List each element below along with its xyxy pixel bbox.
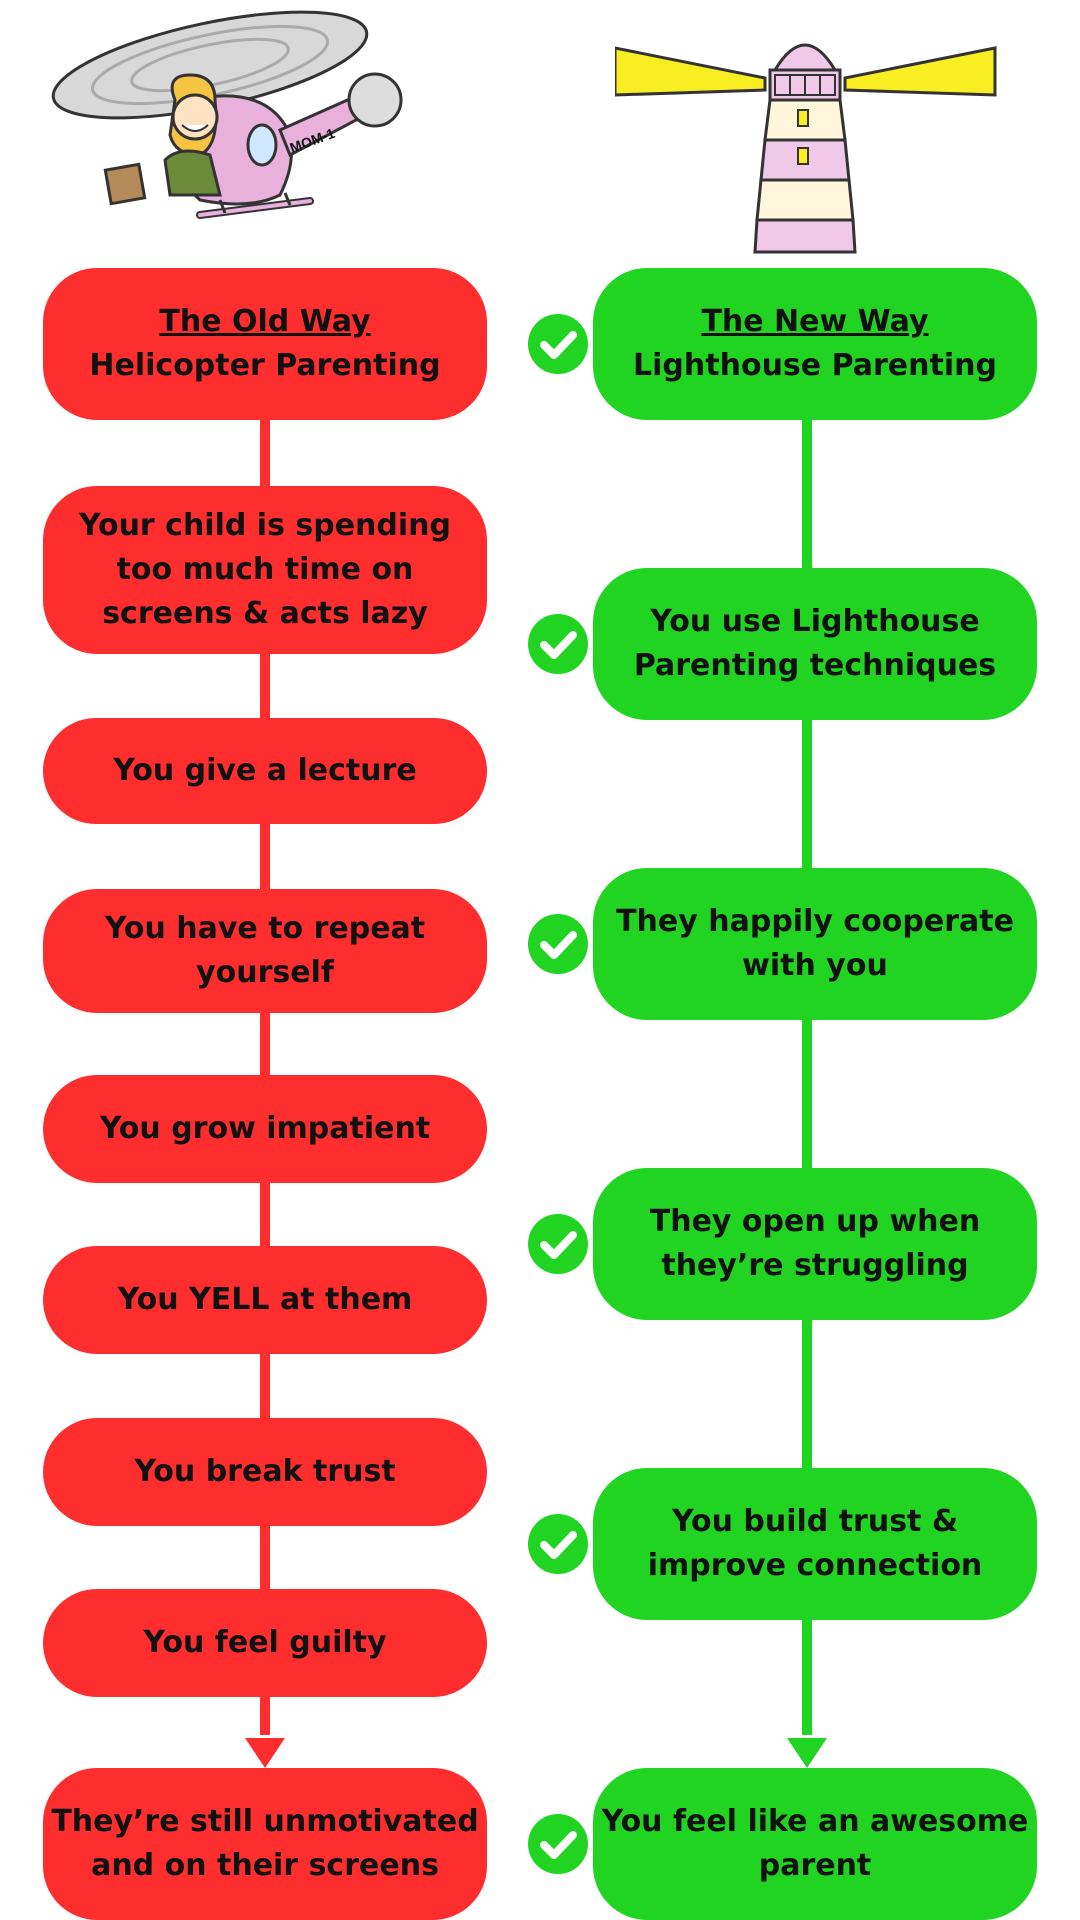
new-way-heading: The New Way xyxy=(701,304,929,339)
new-way-result: You feel like an awesome parent xyxy=(593,1768,1037,1920)
check-circle-icon xyxy=(528,1514,588,1574)
old-way-step-3: You have to repeat yourself xyxy=(43,889,487,1013)
old-way-result: They’re still unmotivated and on their s… xyxy=(43,1768,487,1920)
old-way-subheading: Helicopter Parenting xyxy=(89,348,441,383)
check-circle-icon xyxy=(528,614,588,674)
old-way-heading: The Old Way xyxy=(159,304,371,339)
old-way-step-7: You feel guilty xyxy=(43,1589,487,1697)
old-way-header: The Old Way Helicopter Parenting xyxy=(43,268,487,420)
check-circle-icon xyxy=(528,1814,588,1874)
lighthouse-icon xyxy=(615,43,997,254)
new-way-subheading: Lighthouse Parenting xyxy=(633,348,997,383)
check-circle-icon xyxy=(528,1214,588,1274)
check-circle-icon xyxy=(528,914,588,974)
old-way-step-6: You break trust xyxy=(43,1418,487,1526)
old-way-step-5: You YELL at them xyxy=(43,1246,487,1354)
old-way-step-2: You give a lecture xyxy=(43,718,487,824)
new-way-step-4: You build trust & improve connection xyxy=(593,1468,1037,1620)
new-way-step-1: You use Lighthouse Parenting techniques xyxy=(593,568,1037,720)
old-way-arrow xyxy=(245,1738,285,1768)
helicopter-mom-icon: MOM-1 xyxy=(51,10,403,219)
new-way-step-3: They open up when they’re struggling xyxy=(593,1168,1037,1320)
new-way-step-2: They happily cooperate with you xyxy=(593,868,1037,1020)
old-way-step-4: You grow impatient xyxy=(43,1075,487,1183)
new-way-connector xyxy=(802,415,812,1735)
new-way-arrow xyxy=(787,1738,827,1768)
new-way-header: The New Way Lighthouse Parenting xyxy=(593,268,1037,420)
check-circle-icon xyxy=(528,314,588,374)
old-way-step-1: Your child is spending too much time on … xyxy=(43,486,487,654)
